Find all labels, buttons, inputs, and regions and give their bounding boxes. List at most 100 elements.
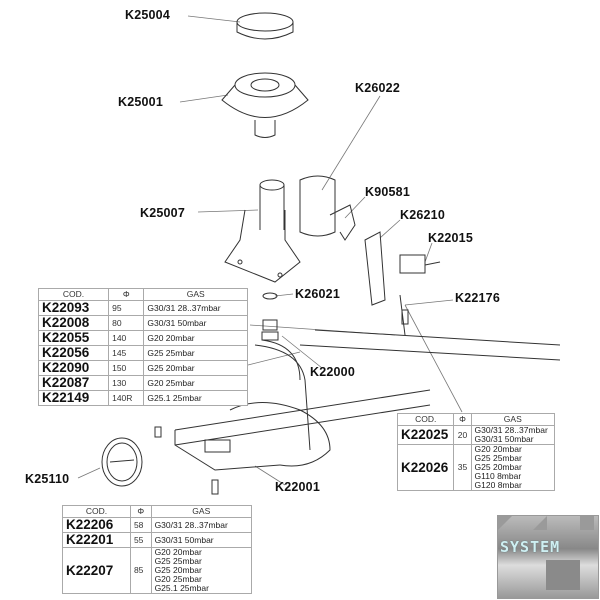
cell-gas: G25.1 25mbar: [143, 390, 248, 406]
gas-line: G20 20mbar: [474, 444, 522, 454]
table-header-row: COD. Φ GAS: [396, 413, 556, 426]
table-header-row: COD. Φ GAS: [37, 288, 248, 301]
table-row: K22025 20 G30/31 28..37mbar G30/31 50mba…: [396, 425, 556, 445]
part-label-k26022: K26022: [355, 81, 400, 95]
part-label-k25001: K25001: [118, 95, 163, 109]
cell-gas: G25 25mbar: [143, 345, 248, 361]
cell-gas: G30/31 28..37mbar G30/31 50mbar: [470, 425, 556, 445]
header-gas: GAS: [470, 413, 556, 426]
gas-line: G25 20mbar: [154, 565, 202, 575]
cell-cod: K22025: [396, 425, 455, 445]
cell-phi: 20: [453, 425, 472, 445]
cell-cod: K22149: [37, 390, 110, 406]
cell-phi: 58: [129, 517, 152, 533]
cell-cod: K22093: [37, 300, 110, 316]
part-label-k25110: K25110: [25, 472, 70, 486]
header-phi: Φ: [129, 505, 152, 518]
electrode-drawing: [399, 294, 409, 336]
shield-drawing: [299, 175, 336, 237]
cell-cod: K22056: [37, 345, 110, 361]
cell-gas: G30/31 28..37mbar: [143, 300, 248, 316]
gas-line: G30/31 28..37mbar: [474, 425, 548, 435]
nut-drawing: [262, 292, 278, 300]
cell-gas: G20 20mbar G25 25mbar G25 20mbar G110 8m…: [470, 444, 556, 491]
header-gas: GAS: [150, 505, 253, 518]
part-label-k26021: K26021: [295, 287, 340, 301]
header-gas: GAS: [143, 288, 248, 301]
cell-cod: K22087: [37, 375, 110, 391]
header-cod: COD.: [37, 288, 110, 301]
table-header-row: COD. Φ GAS: [62, 505, 253, 518]
cell-gas: G20 20mbar: [143, 330, 248, 346]
gas-line: G25.1 25mbar: [154, 583, 209, 593]
cell-gas: G20 20mbar G25 25mbar G25 20mbar G20 25m…: [150, 547, 253, 594]
cell-cod: K22201: [62, 532, 131, 548]
cell-cod: K22207: [62, 547, 131, 594]
cell-phi: 35: [453, 444, 472, 491]
pilot-burner-drawing: [399, 254, 441, 274]
part-label-k25004: K25004: [125, 8, 170, 22]
cell-cod: K22026: [396, 444, 455, 491]
cell-phi: 95: [108, 300, 145, 316]
logo-text: SYSTEM: [500, 538, 561, 556]
part-label-k25007: K25007: [140, 206, 185, 220]
cell-phi: 80: [108, 315, 145, 331]
gas-line: G20 25mbar: [154, 574, 202, 584]
part-label-k26210: K26210: [400, 208, 445, 222]
header-phi: Φ: [108, 288, 145, 301]
cell-gas: G30/31 50mbar: [150, 532, 253, 548]
frame-drawing: [154, 329, 561, 495]
cell-phi: 140: [108, 330, 145, 346]
cell-phi: 85: [129, 547, 152, 594]
cell-phi: 145: [108, 345, 145, 361]
burner-cap-drawing: [236, 12, 294, 40]
cell-gas: G30/31 28..37mbar: [150, 517, 253, 533]
part-label-k22000: K22000: [310, 365, 355, 379]
cell-phi: 150: [108, 360, 145, 376]
cell-gas: G30/31 50mbar: [143, 315, 248, 331]
pilot-support-drawing: [364, 231, 386, 306]
cell-cod: K22206: [62, 517, 131, 533]
part-label-k22176: K22176: [455, 291, 500, 305]
gas-line: G110 8mbar: [474, 471, 522, 481]
table-row: K22026 35 G20 20mbar G25 25mbar G25 20mb…: [396, 444, 556, 491]
pilot-injector-table: COD. Φ GAS K22025 20 G30/31 28..37mbar G…: [396, 413, 556, 491]
part-label-k22015: K22015: [428, 231, 473, 245]
gas-line: G25 25mbar: [154, 556, 202, 566]
gas-line: G30/31 50mbar: [474, 434, 534, 444]
cell-cod: K22055: [37, 330, 110, 346]
injector-drawing: [254, 319, 311, 451]
bracket-drawing: [329, 204, 356, 241]
header-cod: COD.: [62, 505, 131, 518]
header-phi: Φ: [453, 413, 472, 426]
venturi-support-drawing: [224, 179, 301, 283]
gas-line: G120 8mbar: [474, 480, 522, 490]
cell-phi: 55: [129, 532, 152, 548]
burner-head-drawing: [221, 72, 309, 138]
cell-cod: K22008: [37, 315, 110, 331]
cell-phi: 130: [108, 375, 145, 391]
table-row: K22207 85 G20 20mbar G25 25mbar G25 20mb…: [62, 547, 253, 594]
knob-drawing: [101, 437, 143, 487]
part-label-k22001: K22001: [275, 480, 320, 494]
header-cod: COD.: [396, 413, 455, 426]
gas-line: G25 20mbar: [474, 462, 522, 472]
cell-phi: 140R: [108, 390, 145, 406]
part-label-k90581: K90581: [365, 185, 410, 199]
system-logo: SYSTEM: [497, 515, 599, 599]
cell-cod: K22090: [37, 360, 110, 376]
gas-line: G25 25mbar: [474, 453, 522, 463]
